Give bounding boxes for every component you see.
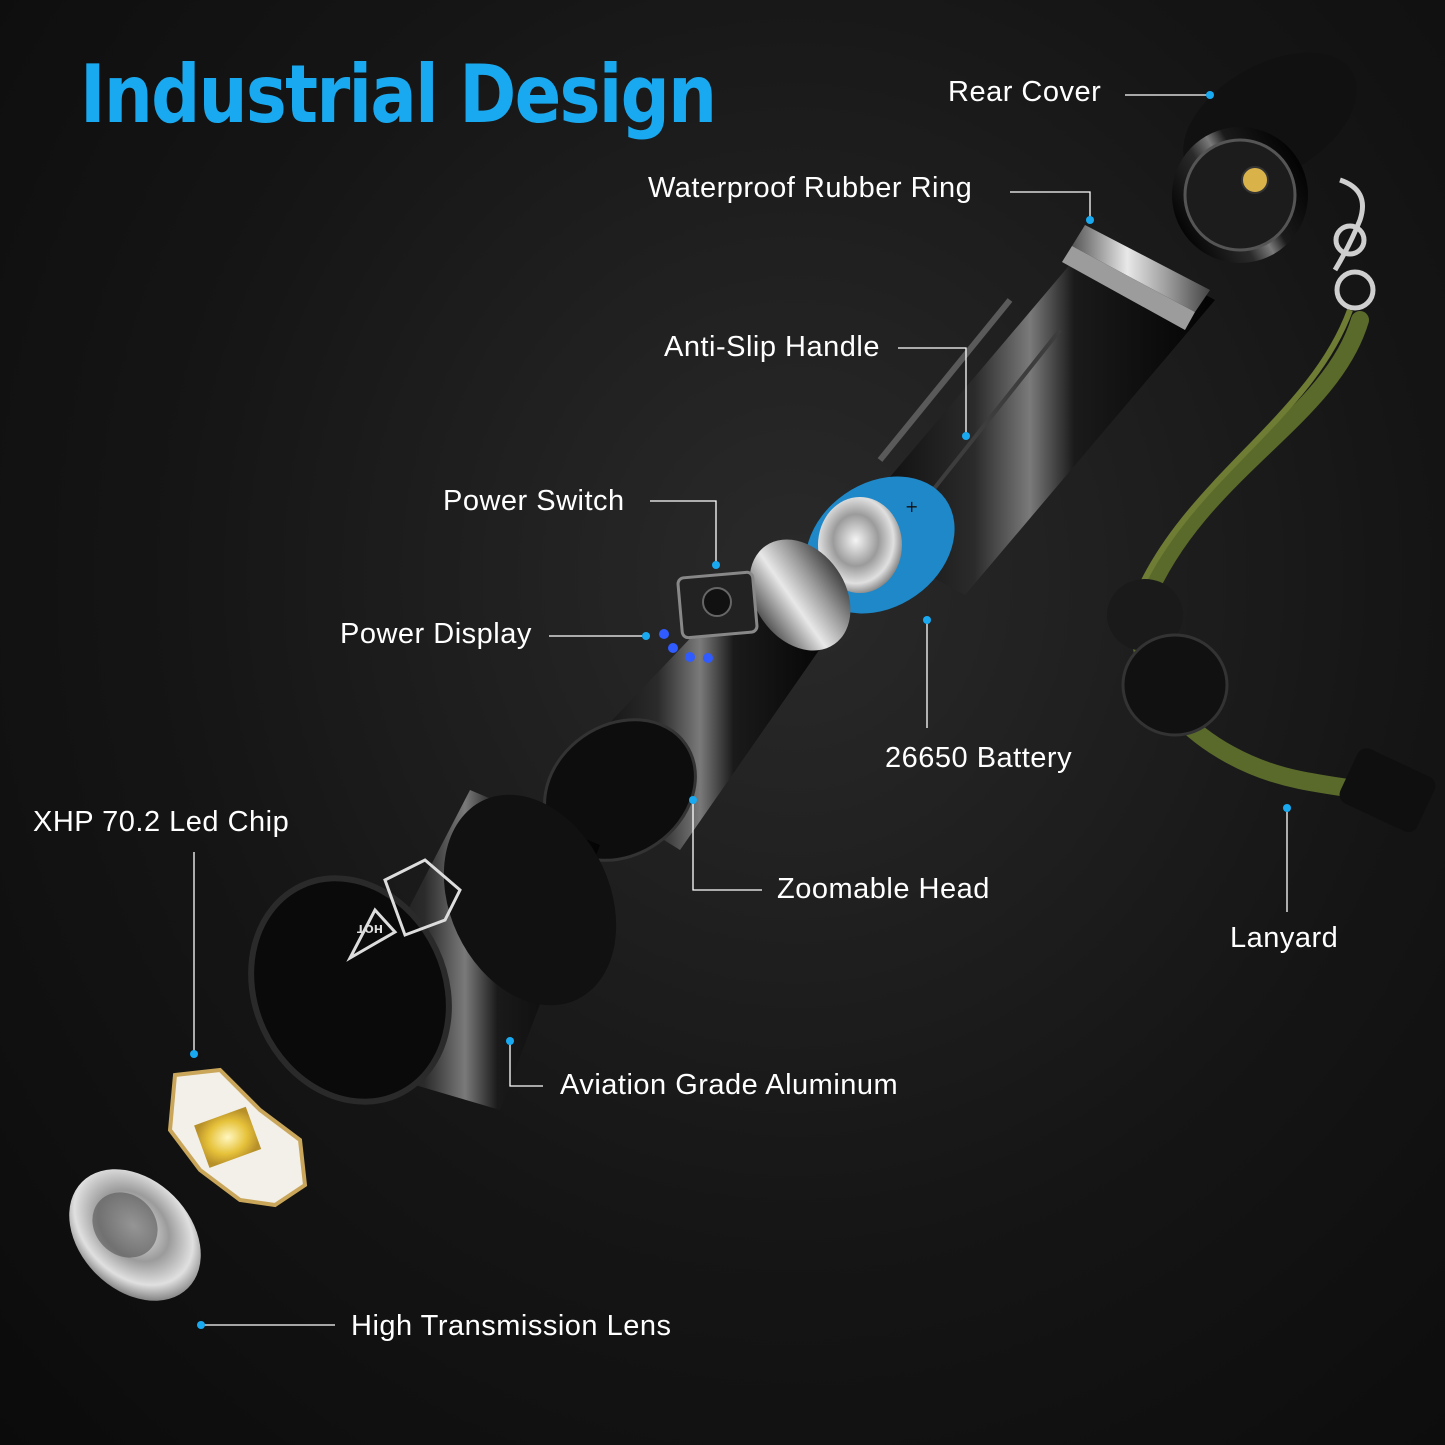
led-chip-part	[167, 1067, 308, 1208]
label-rubber-ring: Waterproof Rubber Ring	[648, 172, 973, 204]
label-power-display: Power Display	[340, 618, 532, 650]
hot-warning-mark: HOT	[356, 922, 383, 935]
aluminum-bezel-part: HOT	[248, 790, 617, 1110]
callout-dots	[190, 91, 1291, 1329]
rear-cover-part	[1172, 52, 1376, 311]
label-lens: High Transmission Lens	[351, 1310, 672, 1342]
leader-power-switch	[650, 500, 717, 565]
label-rear-cover: Rear Cover	[948, 76, 1102, 108]
power-display-leds	[659, 629, 713, 663]
lens-part	[69, 1169, 201, 1301]
leader-zoom-head	[692, 800, 762, 891]
label-handle: Anti-Slip Handle	[664, 331, 880, 363]
leader-aluminum	[509, 1041, 543, 1087]
svg-text:+: +	[905, 497, 918, 516]
callout-lines	[193, 94, 1288, 1326]
label-lanyard: Lanyard	[1230, 922, 1339, 954]
leader-rubber-ring	[1010, 191, 1091, 220]
label-aluminum: Aviation Grade Aluminum	[560, 1069, 899, 1101]
label-led-chip: XHP 70.2 Led Chip	[33, 806, 290, 838]
label-battery: 26650 Battery	[885, 742, 1073, 774]
lanyard-part	[1107, 308, 1436, 833]
zoomable-head-part	[543, 539, 851, 862]
label-power-switch: Power Switch	[443, 485, 625, 517]
leader-handle	[898, 347, 967, 436]
label-zoom-head: Zoomable Head	[777, 873, 990, 905]
page-title: Industrial Design	[80, 48, 717, 141]
